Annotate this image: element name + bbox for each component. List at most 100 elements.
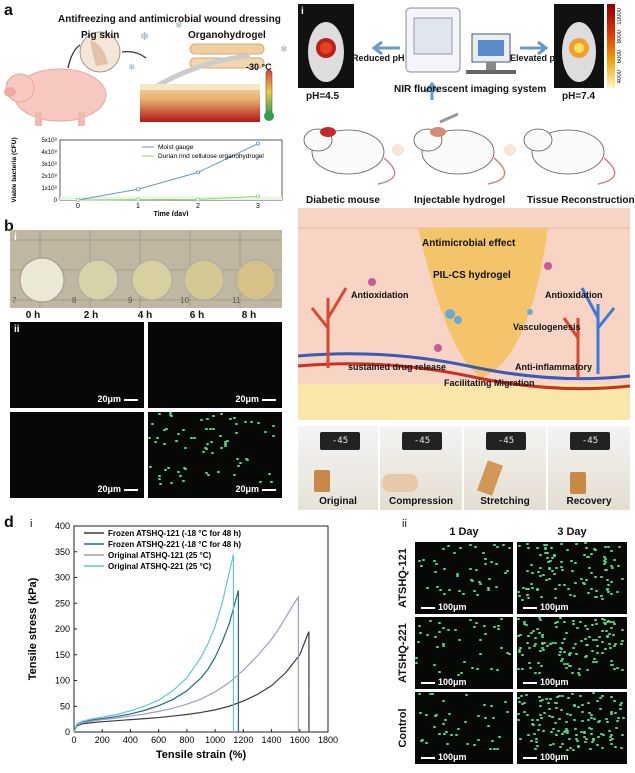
cell-dot bbox=[525, 588, 528, 590]
x-tick-label: 1600 bbox=[290, 735, 310, 745]
cell-dot bbox=[560, 561, 563, 563]
cell-dot bbox=[553, 573, 556, 575]
y-tick-label: 200 bbox=[55, 624, 70, 634]
cell-dot bbox=[568, 738, 571, 740]
cell-dot bbox=[200, 419, 203, 421]
cell-dot bbox=[606, 589, 609, 591]
cell-dot bbox=[590, 728, 593, 730]
cell-dot bbox=[525, 694, 528, 696]
ruler-tick: 7 bbox=[12, 296, 17, 305]
y-tick-label: 400 bbox=[55, 521, 70, 531]
step-label: Tissue Reconstruction bbox=[527, 195, 635, 206]
cell-dot bbox=[526, 594, 529, 596]
cell-dot bbox=[236, 458, 239, 460]
cell-dot bbox=[558, 695, 561, 697]
cell-dot bbox=[458, 639, 461, 641]
cell-dot bbox=[604, 546, 607, 548]
cell-dot bbox=[549, 643, 552, 645]
cell-dot bbox=[272, 425, 275, 427]
cell-dot bbox=[526, 570, 529, 572]
cell-dot bbox=[527, 597, 530, 599]
cell-dot bbox=[457, 674, 460, 676]
cell-dot bbox=[601, 630, 604, 632]
cell-dot bbox=[490, 705, 493, 707]
cell-dot bbox=[610, 743, 613, 745]
cell-dot bbox=[506, 711, 509, 713]
cell-dot bbox=[581, 704, 584, 706]
cell-dot bbox=[539, 567, 542, 569]
colorbar-tick: 10000 bbox=[617, 8, 623, 25]
cell-dot bbox=[571, 693, 574, 695]
cell-dot bbox=[574, 562, 577, 564]
cell-dot bbox=[443, 733, 446, 735]
cell-dot bbox=[182, 429, 185, 431]
cell-dot bbox=[592, 639, 595, 641]
cell-dot bbox=[548, 708, 551, 710]
cell-dot bbox=[438, 733, 441, 735]
cell-dot bbox=[605, 630, 608, 632]
cell-dot bbox=[606, 621, 609, 623]
scale-bar: 20μm bbox=[235, 394, 276, 404]
cell-dot bbox=[419, 632, 422, 634]
cell-dot bbox=[584, 542, 587, 544]
x-tick-label: 1400 bbox=[262, 735, 282, 745]
mouse-image-right bbox=[554, 4, 604, 88]
cell-dot bbox=[620, 747, 623, 749]
cell-dot bbox=[433, 726, 436, 728]
cell-dot bbox=[259, 481, 262, 483]
cell-dot bbox=[435, 714, 438, 716]
cell-dot bbox=[596, 652, 599, 654]
cell-dot bbox=[583, 583, 586, 585]
thermometer-display: -45 bbox=[402, 432, 442, 450]
cell-dot bbox=[473, 744, 476, 746]
cell-dot bbox=[235, 432, 238, 434]
cell-dot bbox=[579, 695, 582, 697]
cell-dot bbox=[184, 468, 187, 470]
cell-dot bbox=[202, 451, 205, 453]
cell-dot bbox=[565, 632, 568, 634]
cell-dot bbox=[205, 428, 208, 430]
cell-dot bbox=[538, 617, 541, 619]
cell-dot bbox=[538, 632, 541, 634]
y-axis-label: Tensile stress (kPa) bbox=[27, 577, 39, 680]
cell-dot bbox=[545, 544, 548, 546]
cell-dot bbox=[462, 593, 465, 595]
cell-dot bbox=[574, 728, 577, 730]
cell-dot bbox=[418, 625, 421, 627]
cell-dot bbox=[504, 572, 507, 574]
cell-dot bbox=[550, 731, 553, 733]
cell-dot bbox=[546, 645, 549, 647]
cell-dot bbox=[537, 662, 540, 664]
cell-dot bbox=[603, 619, 606, 621]
series-line bbox=[73, 590, 239, 733]
cell-dot bbox=[517, 668, 520, 670]
cell-dot bbox=[479, 639, 482, 641]
cell-dot bbox=[563, 651, 566, 653]
cell-dot bbox=[596, 700, 599, 702]
micrograph-b-1: ii 20μm bbox=[10, 322, 144, 408]
cell-dot bbox=[595, 590, 598, 592]
cell-dot bbox=[554, 702, 557, 704]
cell-dot bbox=[547, 561, 550, 563]
cell-dot bbox=[204, 447, 207, 449]
cell-dot bbox=[536, 547, 539, 549]
cell-dot bbox=[572, 647, 575, 649]
cell-dot bbox=[546, 557, 549, 559]
data-point bbox=[76, 198, 81, 203]
cell-dot bbox=[596, 744, 599, 746]
cell-dot bbox=[475, 569, 478, 571]
photo-recovery: -45 bbox=[548, 426, 630, 510]
cell-dot bbox=[584, 625, 587, 627]
cell-dot bbox=[527, 547, 530, 549]
micrograph-d-2: 100μm bbox=[517, 542, 627, 614]
series-line bbox=[77, 143, 259, 201]
cell-dot bbox=[590, 553, 593, 555]
row-label: ATSHQ-121 bbox=[397, 548, 409, 608]
cell-dot bbox=[560, 709, 563, 711]
cell-dot bbox=[601, 641, 604, 643]
cell-dot bbox=[603, 560, 606, 562]
cell-dot bbox=[604, 561, 607, 563]
step-label: Injectable hydrogel bbox=[414, 195, 506, 206]
cell-dot bbox=[429, 693, 432, 695]
